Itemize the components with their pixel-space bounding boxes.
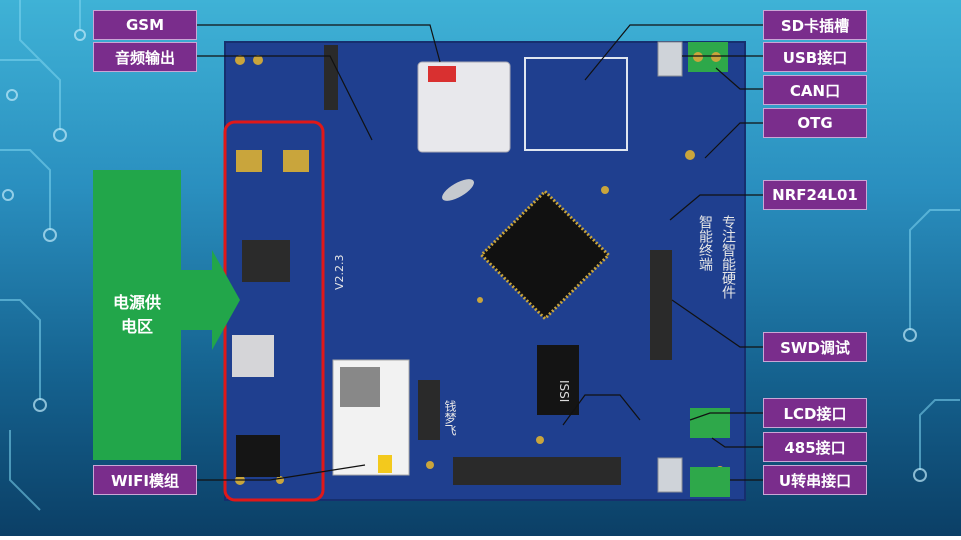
lcd-pin-header	[453, 457, 621, 485]
board-text-2: 专注智能硬件	[720, 215, 736, 299]
label-lcd: LCD接口	[763, 398, 867, 428]
label-nrf24l01: NRF24L01	[763, 180, 867, 210]
board-text-1: 智能终端	[697, 215, 713, 271]
label-swd: SWD调试	[763, 332, 867, 362]
label-otg: OTG	[763, 108, 867, 138]
power-arrow	[181, 250, 240, 350]
gsm-module	[417, 61, 511, 153]
power-area-line1: 电源供	[112, 293, 161, 312]
label-audio-out: 音频输出	[93, 42, 197, 72]
label-usb: USB接口	[763, 42, 867, 72]
sram-chip-label: ISSI	[557, 380, 571, 402]
sram-chip	[537, 345, 579, 415]
power-area-line2: 电区	[120, 317, 153, 336]
label-gsm: GSM	[93, 10, 197, 40]
usb-port	[657, 41, 683, 77]
board-version: V2.2.3	[333, 254, 346, 290]
label-can: CAN口	[763, 75, 867, 105]
sd-slot	[524, 57, 628, 151]
power-area-label: 电源供 电区	[93, 170, 181, 460]
label-485: 485接口	[763, 432, 867, 462]
label-sd-slot: SD卡插槽	[763, 10, 867, 40]
label-u2serial: U转串接口	[763, 465, 867, 495]
board-signature: 钱梦飞	[443, 399, 457, 436]
label-wifi: WIFI模组	[93, 465, 197, 495]
inductor	[242, 240, 290, 282]
